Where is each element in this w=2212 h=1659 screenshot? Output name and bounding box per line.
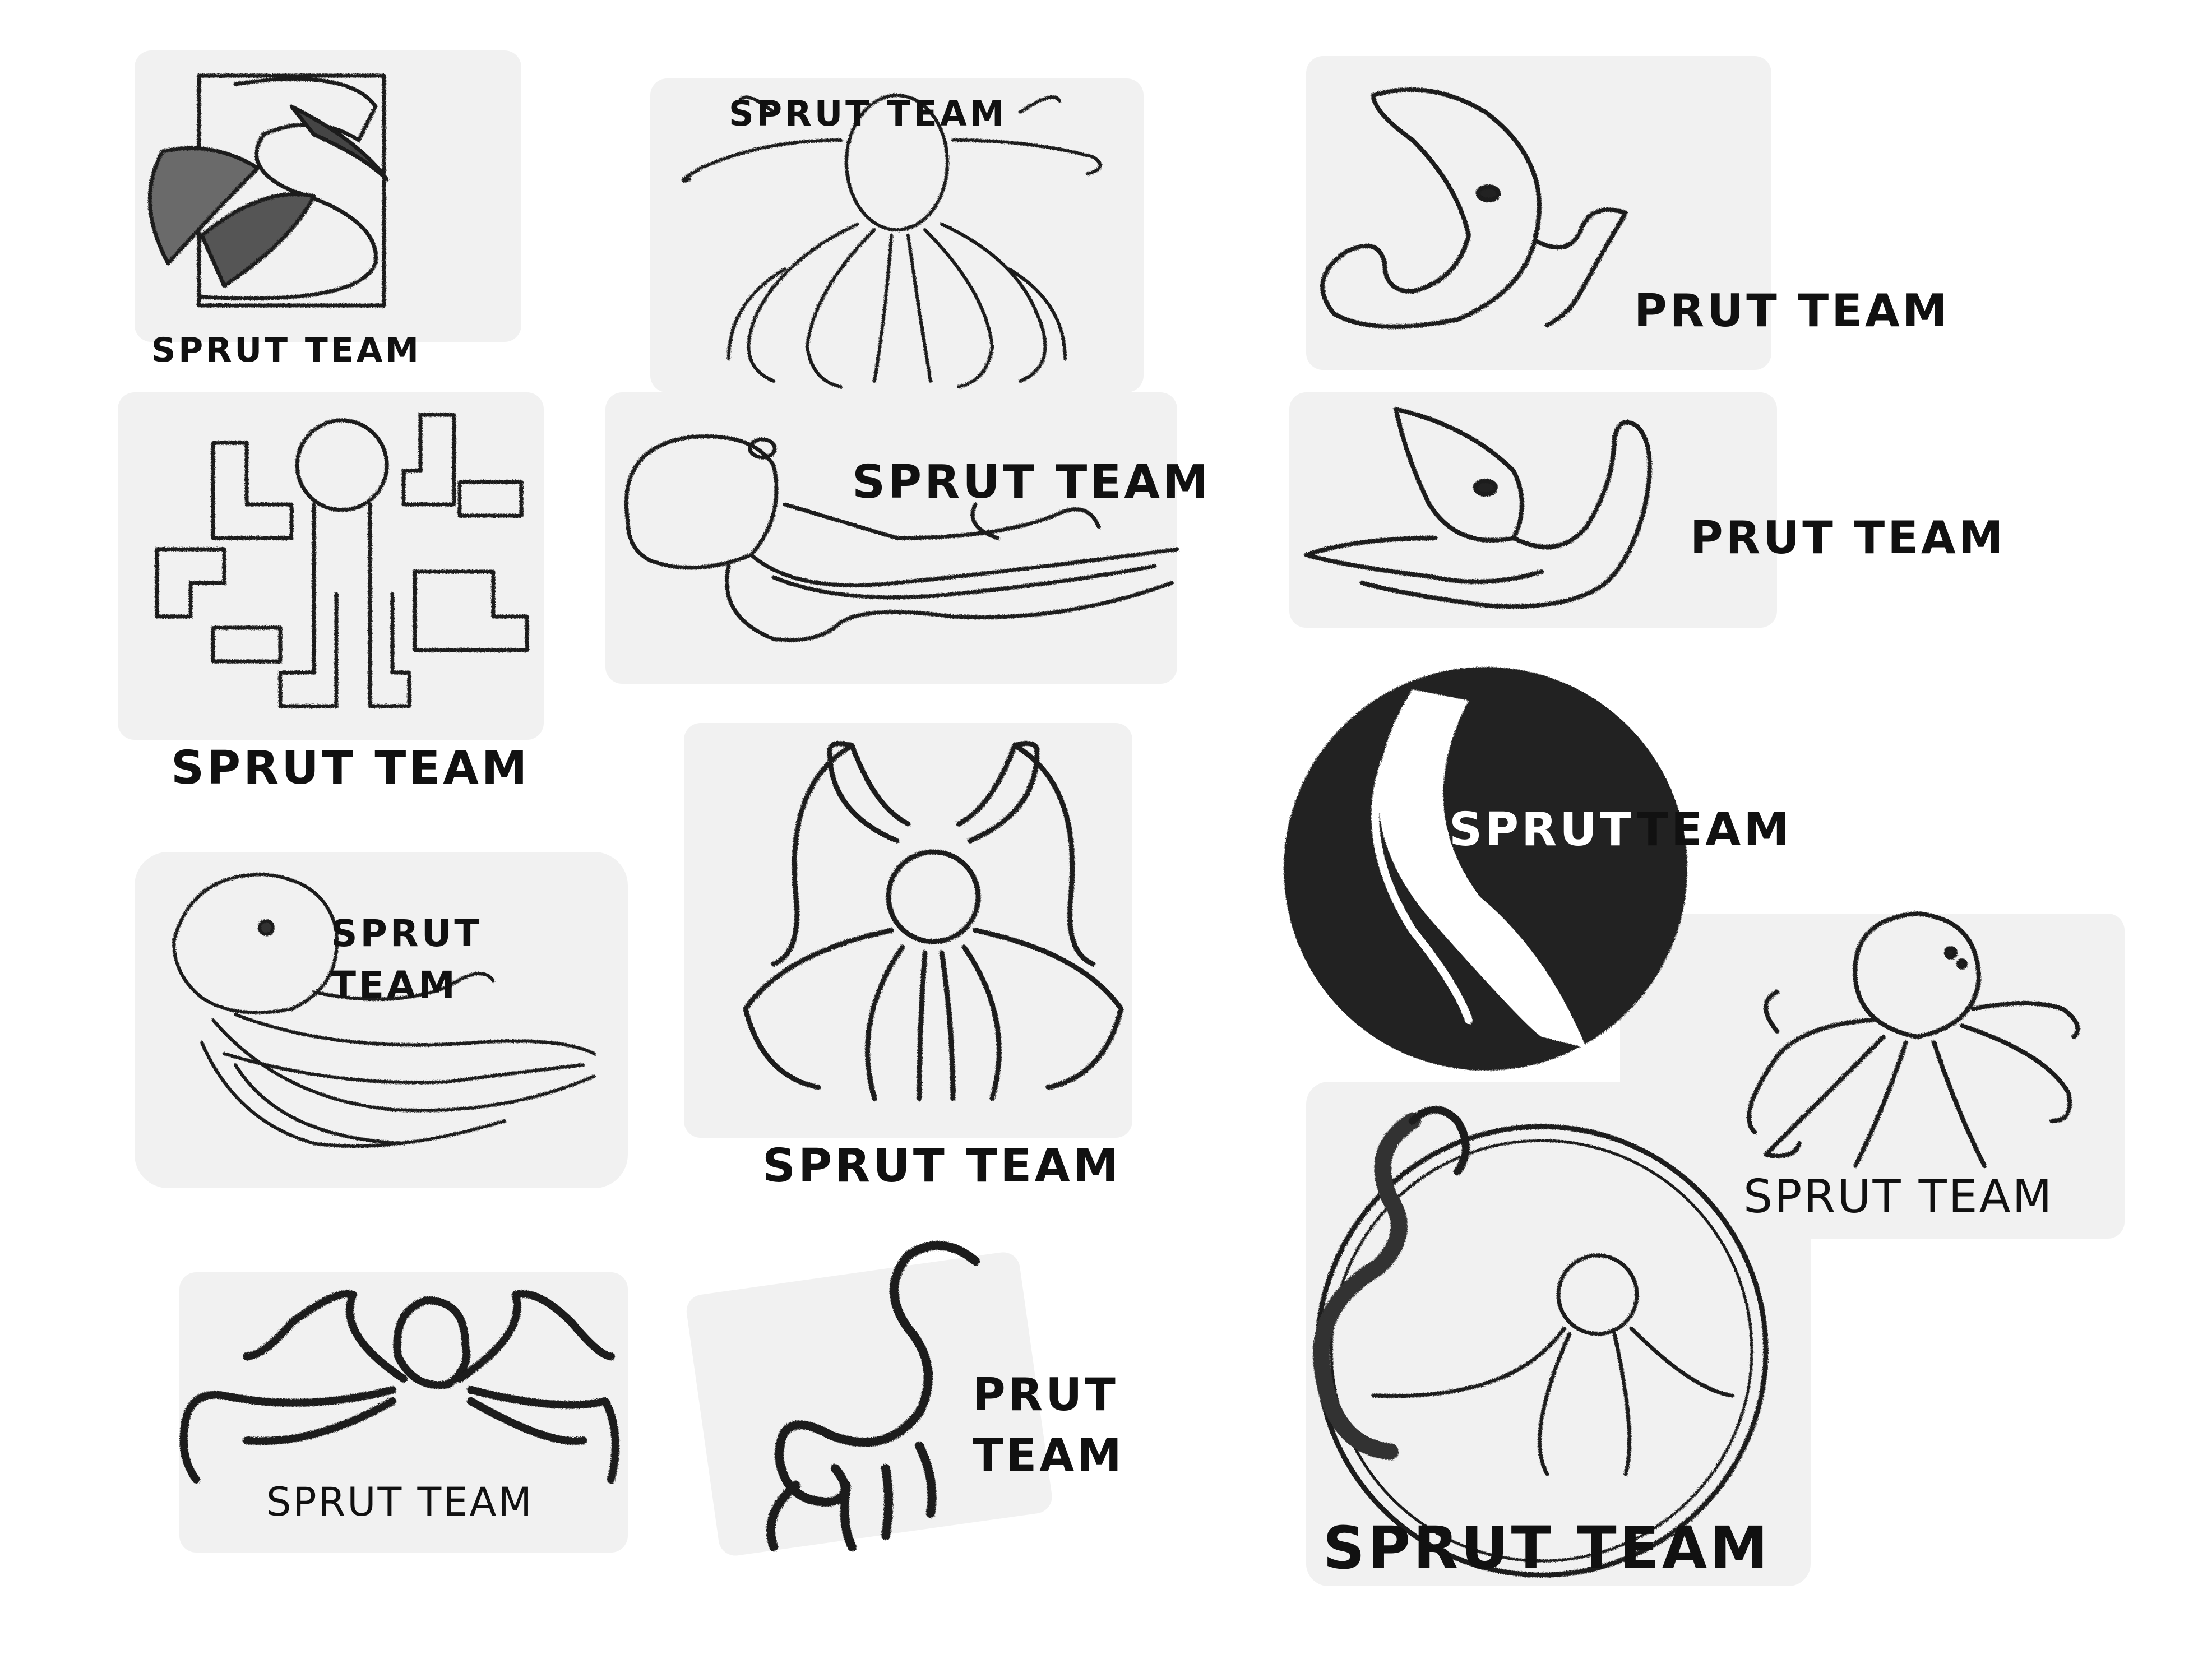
- logo-label-stacked: SPRUT TEAM: [331, 908, 482, 1012]
- logo-label: PRUT TEAM: [1690, 512, 2006, 564]
- logo-label-part: PRUT: [973, 1369, 1118, 1421]
- octopus-tentacles-up-icon: [681, 94, 1102, 388]
- logo-label: SPRUT TEAM: [151, 331, 422, 370]
- logo-label-stacked: PRUT TEAM: [973, 1365, 1124, 1486]
- logo-label: SPRUT TEAM: [852, 456, 1211, 509]
- logo-label: PRUT TEAM: [1634, 285, 1950, 337]
- s-tentacle-square-icon: [147, 73, 389, 308]
- s-octopus-icon: [766, 1241, 980, 1551]
- logo-label: SPRUT TEAM: [762, 1139, 1122, 1193]
- logo-label: SPRUT TEAM: [171, 742, 530, 795]
- head-s-curl-icon: [1320, 87, 1628, 329]
- brush-octopus-icon: [179, 1290, 619, 1484]
- logo-label-part: TEAM: [1637, 803, 1793, 856]
- ring-octopus-icon: [1313, 1106, 1769, 1578]
- logo-label-part: TEAM: [973, 1429, 1124, 1481]
- logo-label: SPRUT TEAM: [729, 93, 1007, 134]
- logo-label-part: TEAM: [331, 963, 458, 1007]
- simple-octopus-icon: [1747, 911, 2080, 1168]
- octopus-side-curl-icon: [1304, 407, 1652, 609]
- logo-label: SPRUT TEAM: [1743, 1170, 2054, 1224]
- blocky-octopus-icon: [155, 413, 529, 708]
- black-circle-icon: [1284, 667, 1687, 1071]
- logo-label-part: SPRUT: [1449, 803, 1634, 856]
- logo-label-part: SPRUT: [331, 912, 483, 955]
- flowing-octopus-icon: [624, 434, 1179, 642]
- octopus-stream-icon: [172, 873, 596, 1148]
- paper-patches: [118, 50, 2125, 1586]
- octopus-arms-raised-icon: [743, 741, 1124, 1101]
- logo-label: SPRUT TEAM: [266, 1479, 534, 1525]
- logo-label: SPRUT TEAM: [1323, 1514, 1771, 1582]
